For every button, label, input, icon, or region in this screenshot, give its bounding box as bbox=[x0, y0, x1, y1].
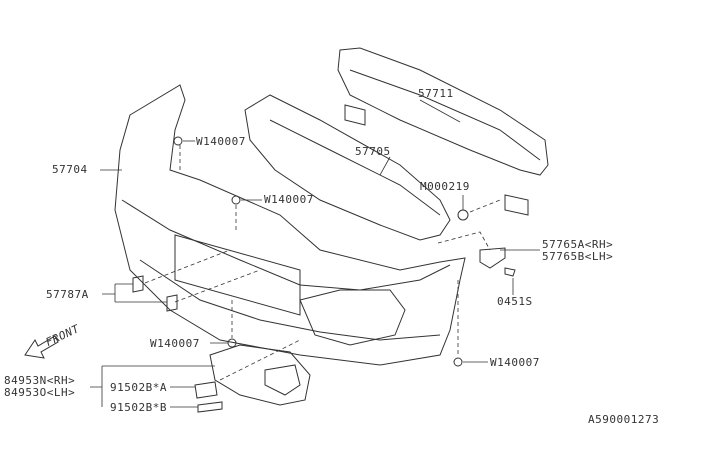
label-57711: 57711 bbox=[418, 87, 454, 100]
label-57704: 57704 bbox=[52, 163, 88, 176]
fog-cover-84953 bbox=[194, 344, 311, 413]
label-57765a: 57765A<RH> bbox=[542, 238, 614, 251]
label-m000219: M000219 bbox=[420, 180, 470, 193]
dashed-guides bbox=[144, 145, 501, 381]
reinforcement-57711 bbox=[337, 47, 549, 216]
bracket-57765 bbox=[479, 247, 516, 277]
front-arrow-icon bbox=[24, 335, 59, 359]
label-0451s: 0451S bbox=[497, 295, 533, 308]
label-57765b: 57765B<LH> bbox=[542, 250, 614, 263]
label-w140007-top: W140007 bbox=[196, 135, 246, 148]
label-w140007-bottom-left: W140007 bbox=[150, 337, 200, 350]
label-w140007-bottom-right: W140007 bbox=[490, 356, 540, 369]
label-91502b-b: 91502B*B bbox=[110, 401, 167, 414]
absorber-57705 bbox=[244, 94, 451, 241]
diagram-id: A590001273 bbox=[588, 413, 660, 426]
leader-lines bbox=[90, 99, 540, 408]
label-84953o: 84953O<LH> bbox=[4, 386, 76, 399]
brackets-57787a bbox=[132, 275, 178, 312]
label-w140007-middle: W140007 bbox=[264, 193, 314, 206]
bumper-face-57704 bbox=[114, 84, 466, 366]
label-57705: 57705 bbox=[355, 145, 391, 158]
label-84953n: 84953N<RH> bbox=[4, 374, 76, 387]
label-57787a: 57787A bbox=[46, 288, 89, 301]
label-91502b-a: 91502B*A bbox=[110, 381, 167, 394]
